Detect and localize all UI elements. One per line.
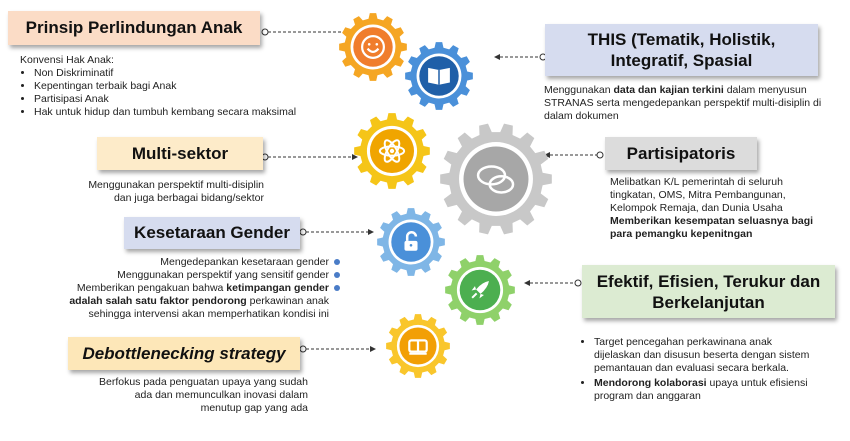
book-icon (428, 67, 450, 85)
gear-hub (353, 27, 393, 67)
smiley-icon (361, 35, 385, 59)
box-kesetaraan-gender: Kesetaraan Gender (124, 217, 300, 249)
bullet-dot (334, 285, 340, 292)
box-debottlenecking: Debottlenecking strategy (68, 337, 300, 370)
text-line: dijelaskan dan disusun beserta dengan si… (594, 349, 810, 361)
bullet-dot (334, 272, 340, 279)
box-debottleneck-title: Debottlenecking strategy (82, 343, 286, 363)
books-icon (408, 339, 428, 355)
rocket-icon (471, 281, 489, 299)
chat-icon (476, 165, 515, 194)
text-gender-line5: sehingga intervensi akan memperhatikan k… (88, 308, 329, 320)
text-gender: Mengedepankan kesetaraan gender Mengguna… (20, 256, 340, 321)
text-this-pre: Menggunakan (544, 84, 614, 96)
list-item: Target pencegahan perkawinana anak dijel… (594, 336, 835, 375)
text-gender-line4-bold: adalah salah satu faktor pendorong (69, 295, 247, 307)
text-efektif-list: Target pencegahan perkawinana anak dijel… (580, 336, 835, 403)
box-multi-sektor: Multi-sektor (97, 137, 263, 170)
box-this-title-line2: Integratif, Spasial (610, 51, 753, 70)
box-prinsip-perlindungan-anak: Prinsip Perlindungan Anak (8, 11, 260, 45)
text-gender-line4-post: perkawinan anak (246, 295, 329, 307)
box-partisipatoris-title: Partisipatoris (626, 143, 736, 163)
text-line: Melibatkan K/L pemerintah di seluruh (610, 176, 783, 188)
list-item: Mendorong kolaborasi upaya untuk efisien… (594, 377, 835, 403)
list-item: Partisipasi Anak (34, 93, 320, 106)
text-line: tingkatan, OMS, Mitra Pembangunan, (610, 189, 786, 201)
text-multisektor: Menggunakan perspektif multi-disiplin da… (40, 179, 264, 205)
gear-hub (463, 146, 529, 212)
arrow-head (370, 346, 376, 352)
gear-smiley (339, 13, 407, 81)
arrow-head (368, 229, 374, 235)
arrow-head (544, 152, 550, 158)
list-item: Hak untuk hidup dan tumbuh kembang secar… (34, 106, 320, 119)
box-efektif-title-line2: Berkelanjutan (652, 292, 765, 312)
text-gender-item3-pre: Memberikan pengakuan bahwa (76, 282, 227, 294)
text-gender-line4: adalah salah satu faktor pendorong perka… (20, 295, 340, 308)
gear-atom (354, 113, 430, 189)
gear-chat (440, 123, 552, 235)
text-gender-item2: Menggunakan perspektif yang sensitif gen… (20, 269, 340, 282)
box-this-title-line1: THIS (Tematik, Holistik, (587, 30, 776, 49)
text-line: Berfokus pada penguatan upaya yang sudah (98, 376, 308, 388)
box-this: THIS (Tematik, Holistik, Integratif, Spa… (545, 24, 818, 76)
box-multisektor-title: Multi-sektor (131, 143, 229, 163)
text-line: Menggunakan perspektif multi-disiplin (88, 179, 264, 191)
text-gender-item1: Mengedepankan kesetaraan gender (20, 256, 340, 269)
text-line: Kelompok Remaja, dan Dunia Usaha (610, 202, 783, 214)
text-line: dan juga berbagai bidang/sektor (113, 192, 264, 204)
box-partisipatoris: Partisipatoris (605, 137, 757, 170)
text-gender-item2-label: Menggunakan perspektif yang sensitif gen… (117, 269, 329, 281)
arrow-head (494, 54, 500, 60)
connector-dot (574, 279, 582, 287)
text-line: ada dan memunculkan inovasi dalam (134, 389, 308, 401)
text-this-bold: data dan kajian terkini (613, 84, 724, 96)
text-efektif-item2-bold: Mendorong kolaborasi (594, 377, 707, 389)
arrow-head (352, 154, 358, 160)
connector-dot (596, 151, 604, 159)
text-line: Target pencegahan perkawinana anak (594, 336, 773, 348)
text-efektif-item2-post: upaya untuk efisiensi (706, 377, 808, 389)
arrow-head (524, 280, 530, 286)
list-item: Kepentingan terbaik bagi Anak (34, 80, 320, 93)
atom-icon (378, 139, 406, 163)
connector-dot (299, 345, 307, 353)
gear-unlock (377, 208, 445, 276)
box-efektif-title-line1: Efektif, Efisien, Terukur dan (596, 271, 821, 291)
text-efektif: Target pencegahan perkawinana anak dijel… (580, 336, 835, 403)
gear-rocket (445, 255, 515, 325)
text-line: pemantauan dan evaluasi secara berkala. (594, 362, 789, 374)
text-prinsip-list: Non Diskriminatif Kepentingan terbaik ba… (20, 67, 320, 119)
box-prinsip-title: Prinsip Perlindungan Anak (25, 18, 243, 37)
text-prinsip: Konvensi Hak Anak: Non Diskriminatif Kep… (20, 54, 320, 119)
text-line: menutup gap yang ada (200, 402, 308, 414)
text-this: Menggunakan data dan kajian terkini dala… (544, 84, 829, 123)
bullet-dot (334, 259, 340, 266)
box-gender-title: Kesetaraan Gender (134, 223, 290, 242)
connector-dot (299, 228, 307, 236)
connector-dot (261, 28, 269, 36)
box-efektif: Efektif, Efisien, Terukur dan Berkelanju… (582, 265, 835, 318)
gear-books (386, 314, 450, 378)
text-line-bold: para pemangku kepenitngan (610, 228, 753, 240)
text-partisipatoris: Melibatkan K/L pemerintah di seluruh tin… (610, 176, 835, 241)
unlock-icon (404, 230, 418, 251)
text-prinsip-intro: Konvensi Hak Anak: (20, 54, 114, 66)
text-this-post: dalam menyusun STRANAS serta mengedepank… (544, 84, 822, 122)
text-line-bold: Memberikan kesempatan seluasnya bagi (610, 215, 814, 227)
text-gender-item3: Memberikan pengakuan bahwa ketimpangan g… (20, 282, 340, 295)
text-gender-item3-bold: ketimpangan gender (226, 282, 329, 294)
text-line: program dan anggaran (594, 390, 701, 402)
text-debottleneck: Berfokus pada penguatan upaya yang sudah… (60, 376, 308, 415)
gear-book (405, 42, 473, 110)
text-gender-item1-label: Mengedepankan kesetaraan gender (160, 256, 329, 268)
list-item: Non Diskriminatif (34, 67, 320, 80)
